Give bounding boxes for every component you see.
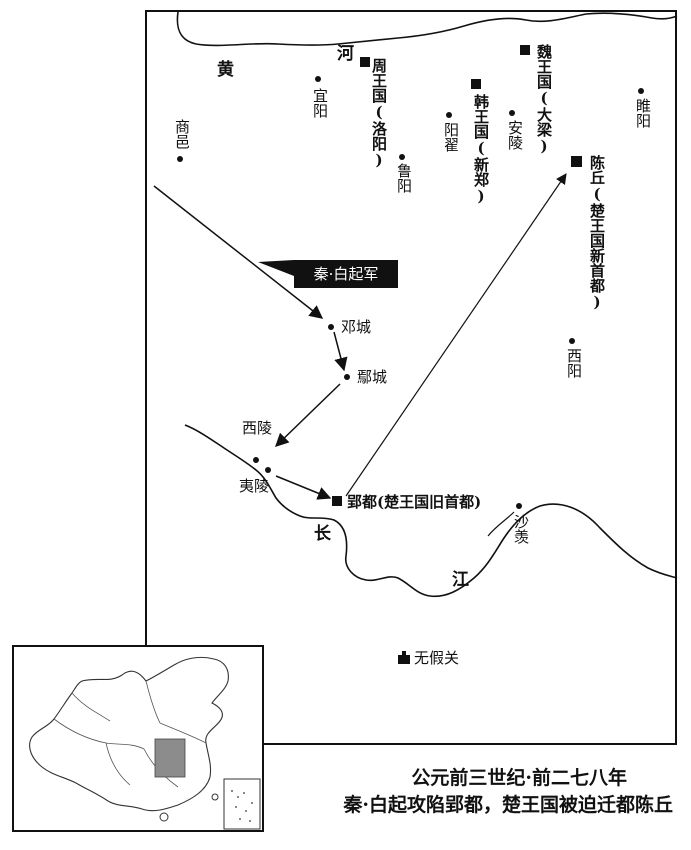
- yellow-river: [176, 11, 678, 47]
- label-wei-capital: 魏王国(大梁): [535, 44, 553, 155]
- inset-china-map: [12, 645, 264, 832]
- map-frame: [145, 10, 677, 745]
- yangtze-river: [184, 424, 678, 598]
- pass-symbol: [398, 651, 410, 664]
- dot-dengcheng: [328, 324, 334, 330]
- label-chenqiu-capital: 陈丘(楚王国新首都): [588, 155, 606, 311]
- label-wujiaguan: 无假关: [414, 649, 460, 667]
- label-luyang: 鲁阳: [395, 163, 413, 193]
- dot-xiling: [253, 457, 259, 463]
- label-yiling: 夷陵: [239, 477, 270, 495]
- square-ying: [332, 496, 342, 506]
- route-yiling-ying: [275, 475, 332, 500]
- caption-title: 秦·白起攻陷郢都，楚王国被迫迁都陈丘: [343, 794, 673, 816]
- dot-yangdi: [446, 112, 452, 118]
- label-zhou-capital: 周王国(洛阳): [370, 58, 388, 169]
- china-outline: [29, 656, 229, 812]
- inset-highlight-region: [154, 738, 186, 778]
- route-yancheng-xiling: [275, 383, 341, 447]
- route-dengcheng-yancheng: [333, 331, 348, 372]
- yellow-river-label-1: 黄: [217, 60, 234, 80]
- label-shaxian: 沙羡: [512, 514, 530, 544]
- square-wei: [520, 45, 530, 55]
- dot-luyang: [399, 154, 405, 160]
- inset-svg: [29, 656, 261, 830]
- square-chenqiu: [571, 156, 582, 167]
- army-tag: 秦·白起军: [294, 260, 398, 288]
- label-dengcheng: 邓城: [341, 318, 372, 336]
- tributary: [487, 511, 515, 537]
- dot-yiling: [265, 467, 271, 473]
- yangtze-label-2: 江: [452, 570, 469, 590]
- label-han-capital: 韩王国(新郑): [472, 94, 490, 205]
- route-shangyi-dengcheng: [153, 185, 324, 319]
- inset-taiwan: [211, 793, 219, 801]
- yellow-river-label-2: 河: [337, 44, 354, 64]
- label-xiling: 西陵: [242, 419, 273, 437]
- dot-xiyang: [569, 338, 575, 344]
- label-yancheng: 鄢城: [357, 368, 388, 386]
- dot-yiyang: [315, 76, 321, 82]
- square-zhou: [360, 57, 370, 67]
- label-suiyang: 睢阳: [634, 98, 652, 128]
- dot-anling: [509, 110, 515, 116]
- inset-provinces: [53, 680, 207, 788]
- inset-islands: [231, 790, 253, 822]
- route-ying-chenqiu: [345, 173, 567, 497]
- inset-south-sea-box: [223, 778, 261, 830]
- yangtze-label-1: 长: [314, 524, 331, 544]
- label-yiyang: 宜阳: [311, 88, 329, 118]
- dot-suiyang: [638, 88, 644, 94]
- dot-yancheng: [344, 374, 350, 380]
- label-ying-capital: 郢都(楚王国旧首都): [347, 493, 482, 511]
- label-xiyang: 西阳: [565, 348, 583, 378]
- inset-hainan: [159, 812, 169, 822]
- label-yangdi: 阳翟: [442, 122, 460, 152]
- army-tag-pointer: [258, 260, 294, 276]
- square-han: [471, 79, 481, 89]
- dot-shaxian: [516, 503, 522, 509]
- caption-date: 公元前三世纪·前二七八年: [411, 767, 627, 789]
- label-anling: 安陵: [506, 120, 524, 150]
- label-shangyi: 商邑: [173, 119, 191, 149]
- dot-shangyi: [177, 156, 183, 162]
